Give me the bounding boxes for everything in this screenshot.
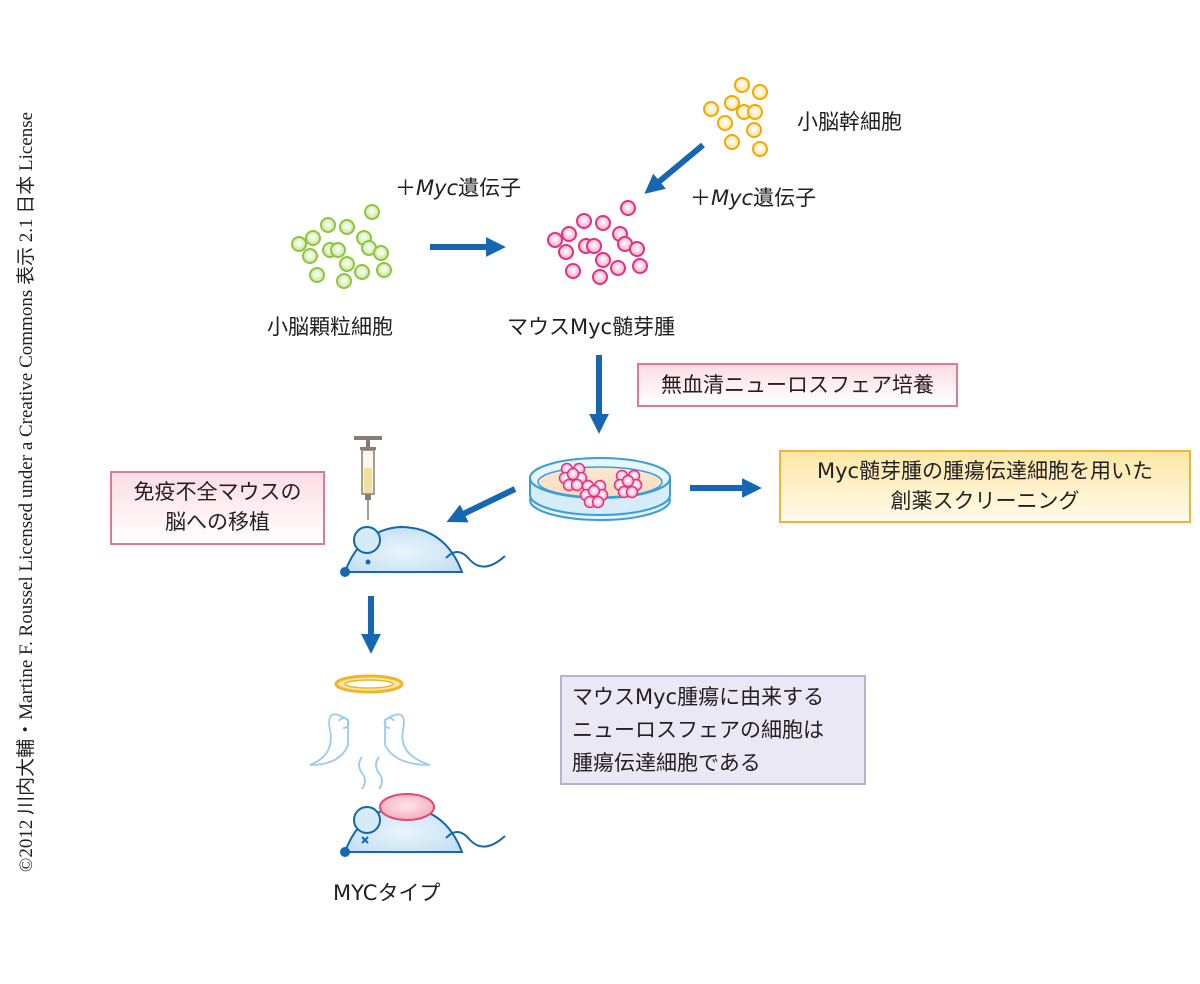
neurosphere-cell	[621, 474, 635, 488]
neurosphere-cell	[570, 478, 584, 492]
syringe-icon	[354, 436, 382, 520]
x-eye-icon	[361, 836, 369, 844]
mouse-tumor-label: マウスMyc髄芽腫	[507, 315, 676, 339]
cell	[373, 245, 389, 261]
tumor-cell-cluster	[547, 200, 648, 285]
granule-cells-label: 小脳顆粒細胞	[267, 315, 393, 339]
cell	[576, 213, 592, 229]
screening-text-line1: Myc髄芽腫の腫瘍伝達細胞を用いた	[816, 459, 1154, 483]
cell	[629, 241, 645, 257]
cell	[376, 262, 392, 278]
neurosphere-cell	[587, 484, 601, 498]
cell	[717, 115, 733, 131]
cell	[291, 236, 307, 252]
cell	[632, 258, 648, 274]
granule-cell-cluster	[291, 204, 392, 289]
stem-cells-label: 小脳幹細胞	[797, 110, 902, 134]
cell	[561, 226, 577, 242]
cell	[734, 77, 750, 93]
cell	[302, 248, 318, 264]
plus-sign: ＋	[395, 176, 416, 200]
cell	[320, 217, 336, 233]
arrow-dish-to-mouse	[446, 486, 517, 523]
transplant-text-line2: 脳への移植	[165, 510, 270, 534]
myc-gene-label-right: ＋Myc遺伝子	[690, 182, 816, 212]
cell	[703, 101, 719, 117]
cell	[724, 95, 740, 111]
gene-suffix: 遺伝子	[753, 186, 817, 210]
cell	[547, 232, 563, 248]
stem-cell-cluster	[703, 77, 768, 157]
petri-dish-icon	[529, 457, 671, 521]
halo-icon	[334, 674, 404, 694]
cell	[586, 238, 602, 254]
neurosphere-culture-box: 無血清ニューロスフェア培養	[637, 363, 958, 407]
cell	[747, 104, 763, 120]
cell	[746, 122, 762, 138]
plus-sign: ＋	[690, 186, 711, 210]
screening-text-line2: 創薬スクリーニング	[890, 489, 1080, 513]
cell	[595, 215, 611, 231]
cell	[330, 242, 346, 258]
neurosphere-cell	[566, 467, 580, 481]
screening-box: Myc髄芽腫の腫瘍伝達細胞を用いた 創薬スクリーニング	[779, 450, 1191, 523]
cell	[354, 264, 370, 280]
cell	[364, 204, 380, 220]
angel-wings-icon	[309, 713, 431, 790]
cell	[309, 267, 325, 283]
conclusion-text-line2: ニューロスフェアの細胞は	[572, 718, 824, 742]
cell	[724, 134, 740, 150]
arrow-stem-to-tumor	[644, 142, 705, 194]
myc-gene-name: Myc	[416, 176, 459, 200]
cell	[752, 141, 768, 157]
myc-gene-name: Myc	[711, 186, 754, 210]
tumor-mass	[379, 793, 435, 821]
myc-gene-label-left: ＋Myc遺伝子	[395, 172, 521, 202]
conclusion-text-line3: 腫瘍伝達細胞である	[572, 751, 761, 775]
cell	[558, 244, 574, 260]
cell	[595, 252, 611, 268]
cell	[752, 84, 768, 100]
gene-suffix: 遺伝子	[458, 176, 522, 200]
mouse-icon	[340, 525, 506, 577]
cell	[336, 273, 352, 289]
transplant-text-line1: 免疫不全マウスの	[133, 480, 302, 504]
arrows	[361, 142, 762, 654]
cell	[610, 260, 626, 276]
conclusion-box: マウスMyc腫瘍に由来する ニューロスフェアの細胞は 腫瘍伝達細胞である	[560, 675, 866, 785]
cell	[339, 256, 355, 272]
cell	[565, 263, 581, 279]
cell	[620, 200, 636, 216]
myc-mouse-icon	[340, 793, 506, 857]
neurosphere-culture-text: 無血清ニューロスフェア培養	[661, 373, 934, 397]
cell	[592, 269, 608, 285]
transplant-box: 免疫不全マウスの 脳への移植	[110, 471, 325, 545]
neurosphere-cell	[625, 485, 639, 499]
cell	[305, 230, 321, 246]
neurosphere-cell	[591, 495, 605, 509]
myc-type-label: MYCタイプ	[333, 881, 441, 905]
conclusion-text-line1: マウスMyc腫瘍に由来する	[572, 685, 825, 709]
cell	[339, 219, 355, 235]
